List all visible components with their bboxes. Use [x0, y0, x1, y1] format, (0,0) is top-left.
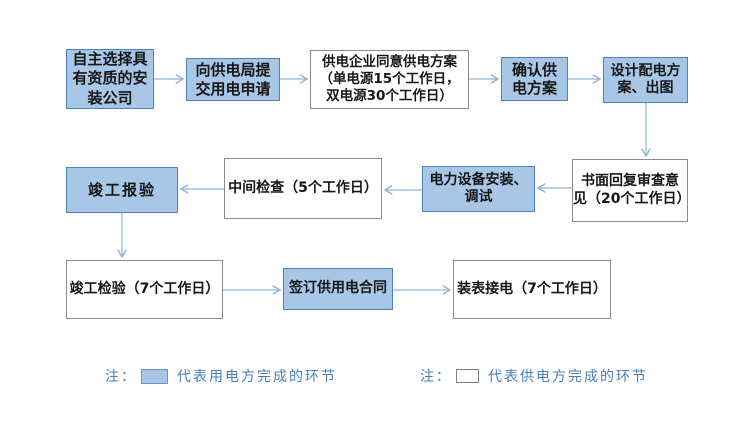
step-choose-installer: 自主选择具 有资质的安 装公司	[66, 49, 154, 109]
step-sign-contract: 签订供用电合同	[283, 268, 393, 310]
step-meter-connection: 装表接电（7个工作日）	[453, 260, 611, 319]
legend-consumer-note: 注：	[105, 369, 137, 385]
legend-supplier-swatch	[456, 369, 479, 383]
step-written-review-reply: 书面回复审查意 见（20个工作日）	[572, 159, 690, 222]
step-interim-inspection: 中间检查（5个工作日）	[224, 158, 382, 219]
step-equipment-install: 电力设备安装、 调试	[422, 166, 535, 212]
legend-supplier-label: 代表供电方完成的环节	[488, 369, 648, 385]
legend-supplier-note: 注：	[420, 369, 452, 385]
step-completion-report: 竣工报验	[66, 167, 178, 213]
legend-supplier: 注： 代表供电方完成的环节	[420, 366, 648, 386]
legend-consumer-swatch	[141, 368, 168, 384]
legend-consumer: 注： 代表用电方完成的环节	[105, 366, 337, 386]
step-design-distribution: 设计配电方 案、出图	[603, 57, 688, 103]
step-confirm-supply-plan: 确认供 电方案	[501, 57, 568, 101]
legend-consumer-label: 代表用电方完成的环节	[177, 369, 337, 385]
step-approve-supply-plan: 供电企业同意供电方案 （单电源15个工作日， 双电源30个工作日）	[310, 50, 469, 109]
step-completion-inspection: 竣工检验（7个工作日）	[66, 260, 223, 319]
step-submit-application: 向供电局提 交用电申请	[186, 58, 280, 101]
